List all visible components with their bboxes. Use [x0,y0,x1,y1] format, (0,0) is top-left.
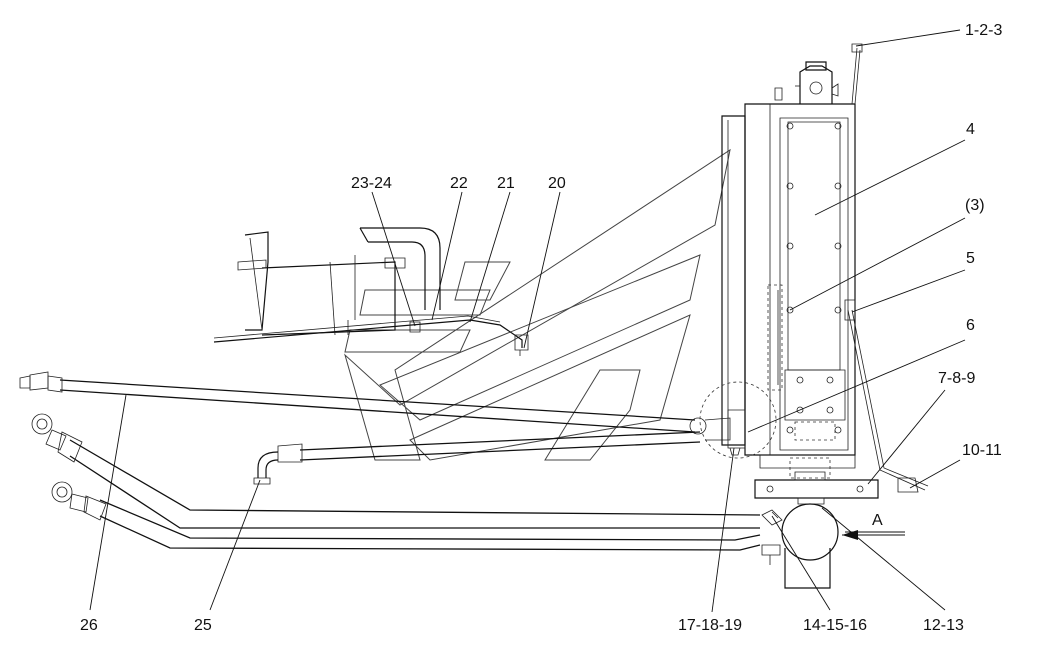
lower-hoses [31,413,761,551]
callout-5: 5 [966,250,975,267]
callout-6: 6 [966,317,975,334]
callout-7-8-9: 7-8-9 [938,370,975,387]
callout-23-24: 23-24 [351,175,392,192]
callout-12-13: 12-13 [923,617,964,634]
callout-14-15-16: 14-15-16 [803,617,867,634]
callout-17-18-19: 17-18-19 [678,617,742,634]
fitting-a [31,413,83,463]
watermark-logo [344,148,731,461]
callout-22: 22 [450,175,468,192]
mount-base [754,471,879,505]
callout-4: 4 [966,121,975,138]
callout-25: 25 [194,617,212,634]
leader-lines [89,29,966,613]
fitting-b [51,481,107,521]
callout-21: 21 [497,175,515,192]
callout-labels: 1-2-3 4 (3) 5 6 7-8-9 10-11 A 12-13 14-1… [80,22,1002,634]
core-bolts [786,122,842,434]
callout-20: 20 [548,175,566,192]
filler-cap [774,61,839,104]
tank [761,503,839,589]
engine-bracket [213,227,529,356]
callout-1-2-3: 1-2-3 [965,22,1002,39]
view-arrow-a [842,530,905,540]
hose-25 [253,431,701,485]
callout-a: A [872,512,883,529]
callout-3-paren: (3) [965,197,985,214]
callout-26: 26 [80,617,98,634]
callout-10-11: 10-11 [962,442,1002,459]
radiator-assembly [721,43,929,505]
